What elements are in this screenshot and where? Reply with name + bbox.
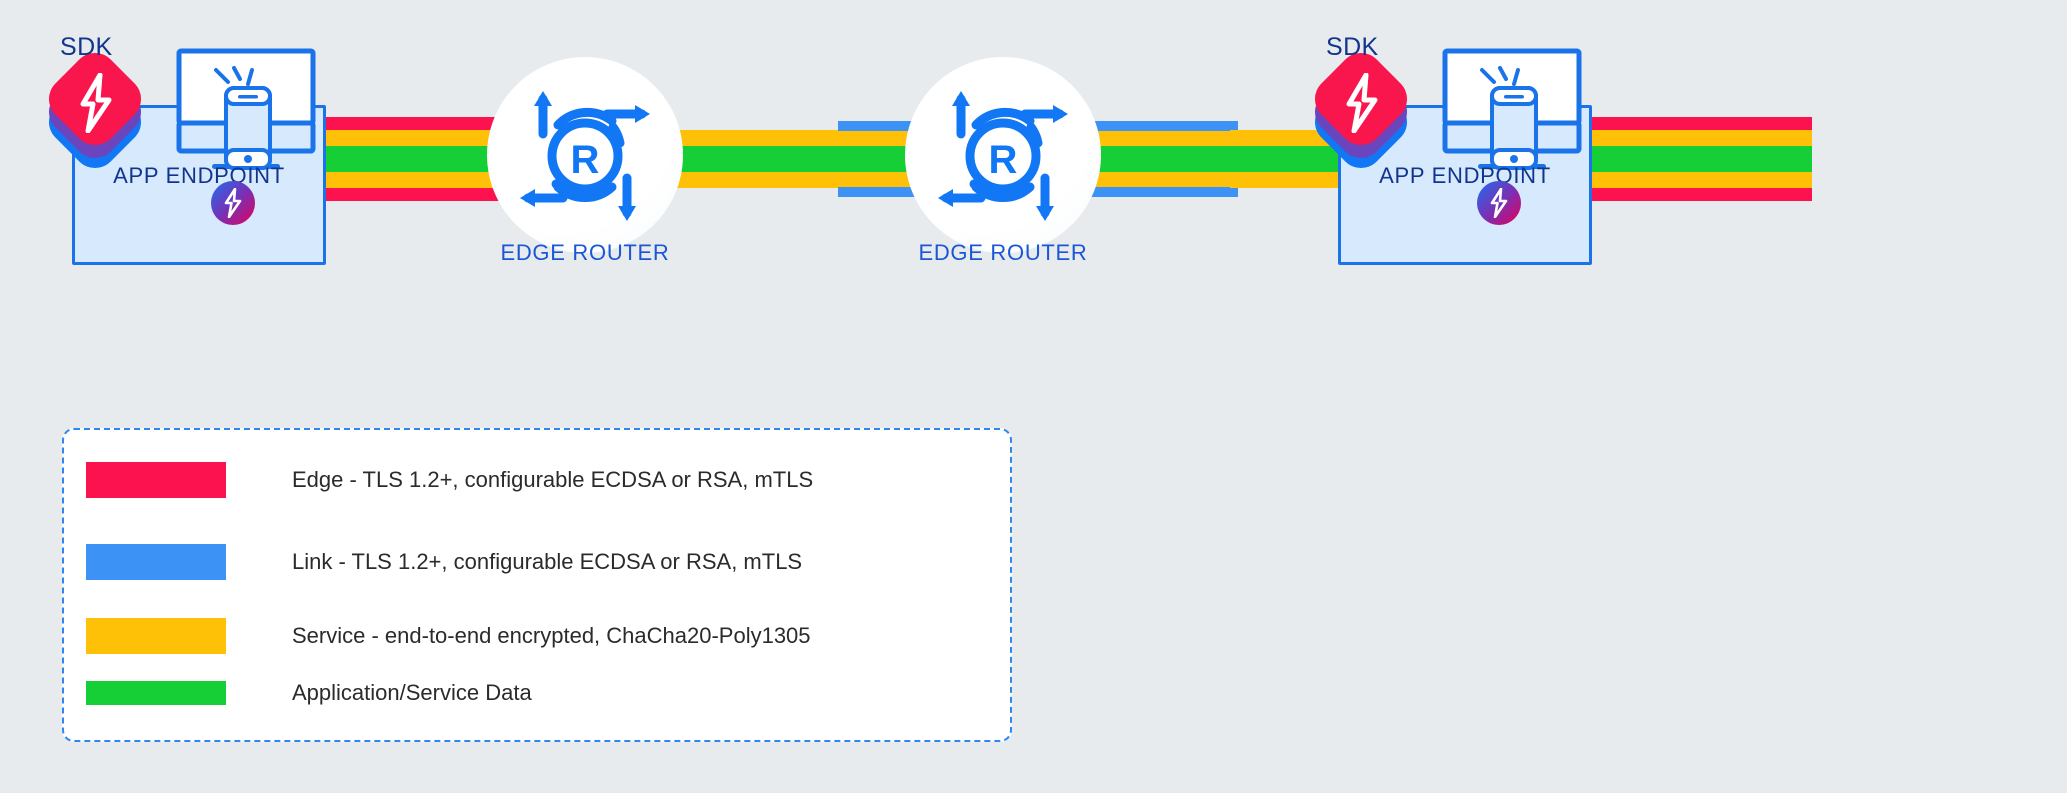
mobile-phone-icon bbox=[1480, 66, 1538, 170]
right-sdk-label: SDK bbox=[1326, 33, 1379, 61]
ziti-bolt-badge-icon bbox=[211, 181, 255, 225]
legend-item-data: Application/Service Data bbox=[86, 680, 532, 706]
sdk-stack-icon bbox=[1305, 43, 1417, 178]
sdk-stack-icon bbox=[39, 43, 151, 178]
router-arrows-icon: R bbox=[520, 91, 650, 221]
svg-text:R: R bbox=[989, 138, 1018, 182]
left-endpoint-label: APP ENDPOINT bbox=[113, 163, 285, 188]
router-arrows-icon: R bbox=[938, 91, 1068, 221]
right-endpoint-label: APP ENDPOINT bbox=[1379, 163, 1551, 188]
legend-item-service: Service - end-to-end encrypted, ChaCha20… bbox=[86, 618, 811, 654]
legend-label-link: Link - TLS 1.2+, configurable ECDSA or R… bbox=[292, 549, 803, 574]
legend-swatch-edge bbox=[86, 462, 226, 498]
left-router-label: EDGE ROUTER bbox=[500, 240, 670, 265]
legend-swatch-link bbox=[86, 544, 226, 580]
legend-swatch-service bbox=[86, 618, 226, 654]
lightning-bolt-icon bbox=[1346, 73, 1378, 133]
left-edge-router-circle bbox=[487, 57, 683, 253]
legend-swatch-data bbox=[86, 681, 226, 705]
right-edge-router-circle bbox=[905, 57, 1101, 253]
legend-panel: Edge - TLS 1.2+, configurable ECDSA or R… bbox=[62, 428, 1012, 742]
left-sdk-label: SDK bbox=[60, 33, 113, 61]
ziti-bolt-badge-icon bbox=[1477, 181, 1521, 225]
legend-label-data: Application/Service Data bbox=[292, 680, 532, 705]
mobile-phone-icon bbox=[214, 66, 272, 170]
lightning-bolt-icon bbox=[80, 73, 112, 133]
legend-item-link: Link - TLS 1.2+, configurable ECDSA or R… bbox=[86, 544, 802, 580]
svg-text:R: R bbox=[571, 138, 600, 182]
legend-item-edge: Edge - TLS 1.2+, configurable ECDSA or R… bbox=[86, 462, 813, 498]
legend-label-edge: Edge - TLS 1.2+, configurable ECDSA or R… bbox=[292, 467, 814, 492]
legend-label-service: Service - end-to-end encrypted, ChaCha20… bbox=[292, 623, 811, 648]
right-router-label: EDGE ROUTER bbox=[918, 240, 1088, 265]
